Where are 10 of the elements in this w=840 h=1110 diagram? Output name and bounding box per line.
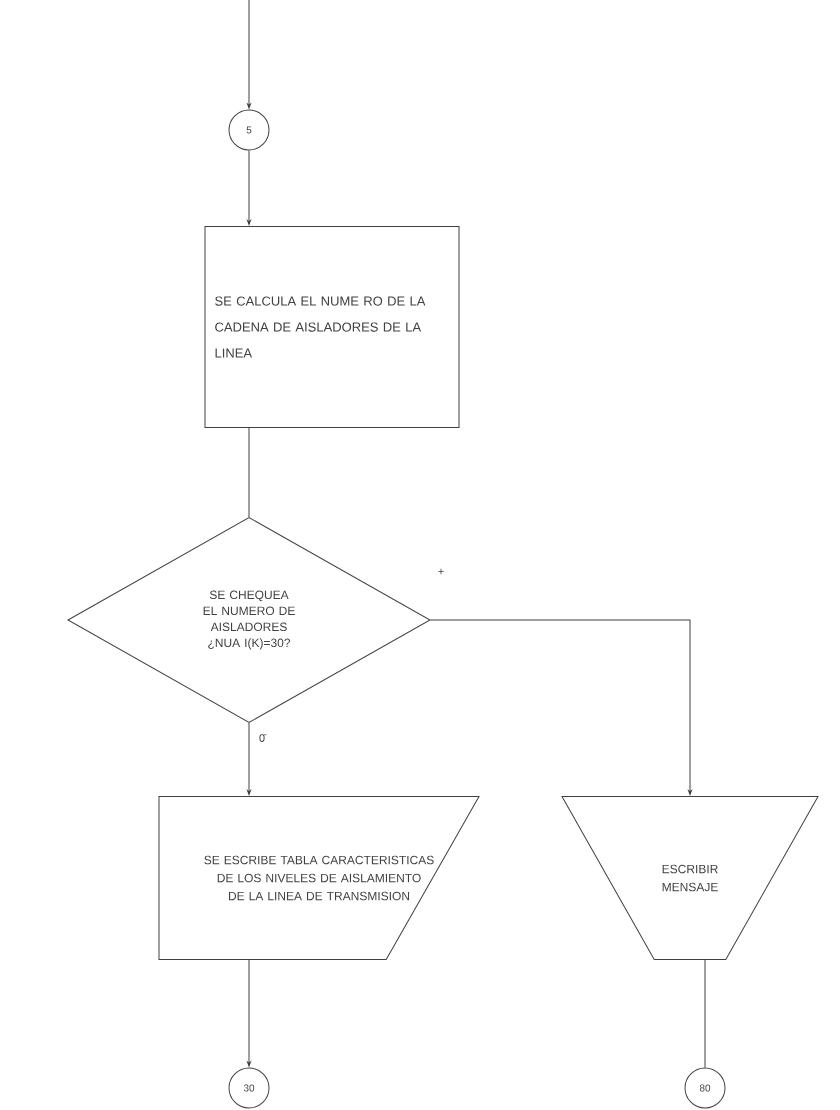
arrow <box>430 619 692 795</box>
manual-operation-trapezoid: SE ESCRIBE TABLA CARACTERISTICAS DE LOS NIVELES DE AISLAMIENTO DE LA LINEA DE TRANSMISION <box>158 796 480 960</box>
arrow <box>247 0 251 109</box>
edge-label: + <box>436 567 446 577</box>
process-box: SE CALCULA EL NUME RO DE LA CADENA DE AISLADORES DE LA LINEA <box>204 226 460 428</box>
arrow <box>247 722 251 795</box>
edge-label: 0̄ <box>257 733 267 743</box>
arrow <box>247 150 251 225</box>
arrow <box>247 959 251 1067</box>
manual-operation-trapezoid: ESCRIBIR MENSAJE <box>561 796 819 960</box>
